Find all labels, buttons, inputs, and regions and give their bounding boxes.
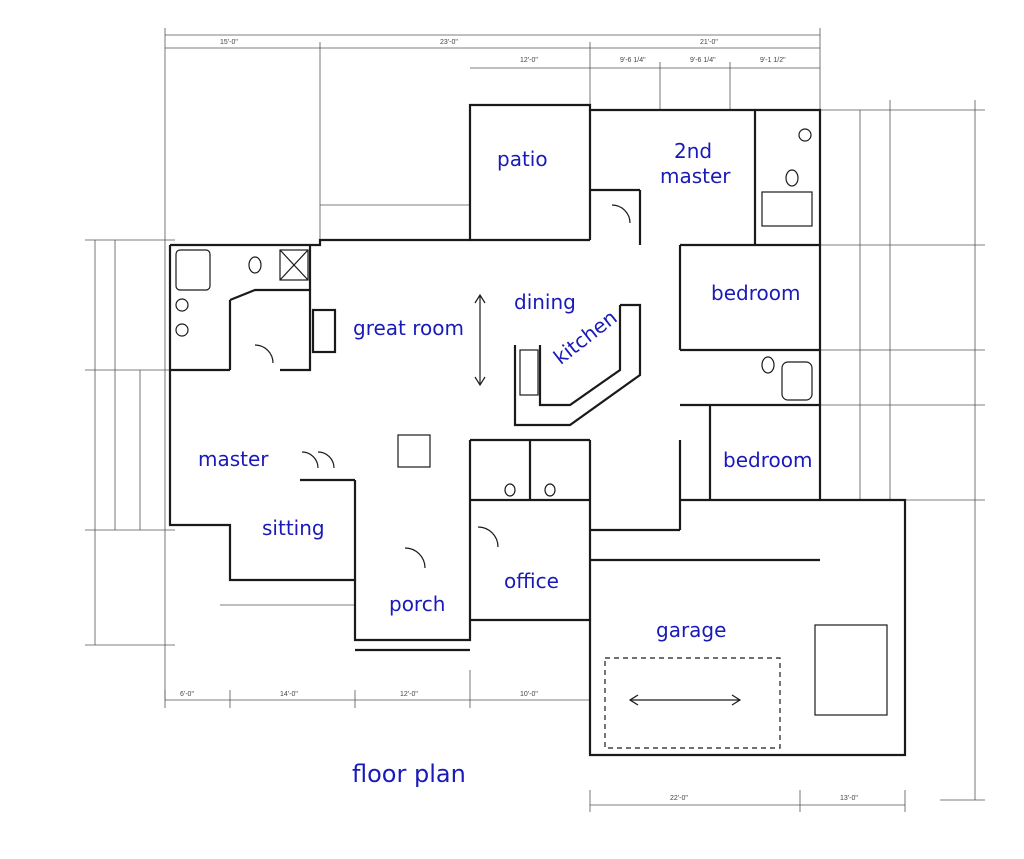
room-label-master: master [198,447,269,471]
room-label-patio: patio [497,147,548,171]
svg-text:14'-0": 14'-0" [280,691,298,698]
fixtures [175,128,888,749]
room-label-2nd-master-line2: master [660,164,731,188]
room-label-office: office [504,569,559,593]
svg-text:15'-0": 15'-0" [220,39,238,46]
svg-text:9'-1 1/2": 9'-1 1/2" [760,57,786,64]
room-label-bedroom-lower: bedroom [723,448,813,472]
svg-text:9'-6 1/4": 9'-6 1/4" [620,57,646,64]
room-label-garage: garage [656,618,727,642]
room-label-bedroom-upper: bedroom [711,281,801,305]
svg-text:23'-0": 23'-0" [440,39,458,46]
room-label-sitting: sitting [262,516,325,540]
svg-text:21'-0": 21'-0" [700,39,718,46]
svg-text:9'-6 1/4": 9'-6 1/4" [690,57,716,64]
svg-text:10'-0": 10'-0" [520,691,538,698]
walls [168,103,907,757]
room-label-great-room: great room [353,316,464,340]
svg-text:22'-0": 22'-0" [670,795,688,802]
dimension-ticks: 15'-0" 23'-0" 21'-0" 12'-0" 9'-6 1/4" 9'… [180,39,858,802]
svg-text:6'-0": 6'-0" [180,691,194,698]
svg-text:13'-0": 13'-0" [840,795,858,802]
svg-text:12'-0": 12'-0" [520,57,538,64]
svg-text:12'-0": 12'-0" [400,691,418,698]
room-label-porch: porch [389,592,446,616]
plan-title: floor plan [352,760,466,788]
room-label-dining: dining [514,290,576,314]
room-label-2nd-master-line1: 2nd [674,139,713,163]
